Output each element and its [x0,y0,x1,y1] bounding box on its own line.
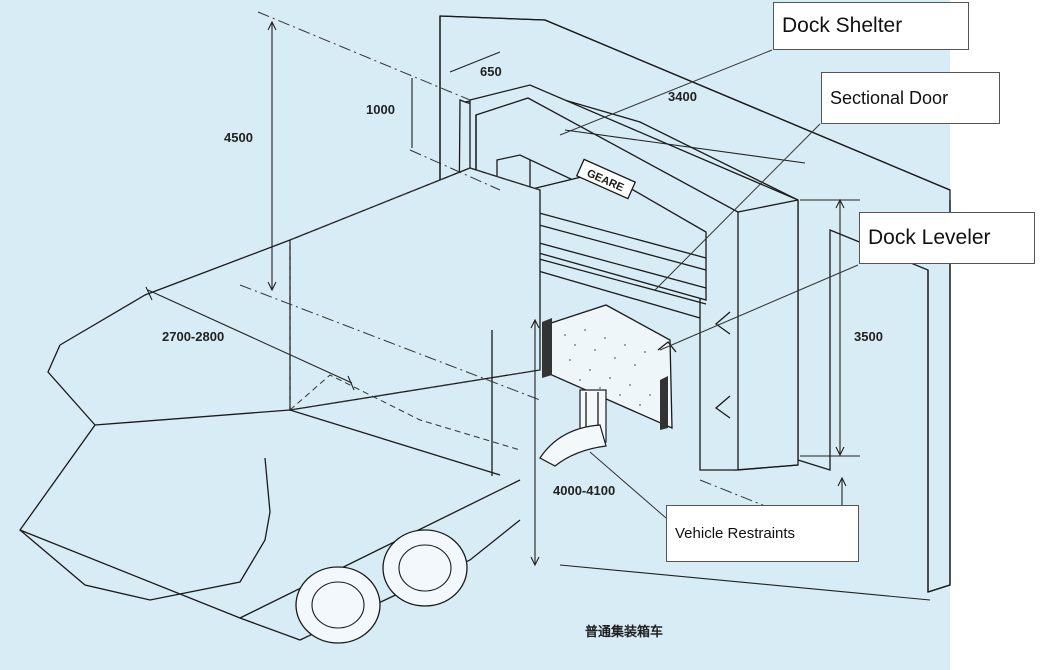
dock-leveler [542,304,677,430]
vehicle-restraints-callout: Vehicle Restraints [666,505,859,562]
container-truck-label: 普通集装箱车 [585,624,663,639]
dimension-labels: 4500 1000 650 3400 2700-2800 3500 4000-4… [162,64,883,639]
dock-shelter-label: Dock Shelter [782,14,903,37]
dim-truck-width: 2700-2800 [162,329,224,344]
wheel-rear [295,566,381,644]
dock-leveler-label: Dock Leveler [868,226,991,249]
dock-leveler-callout: Dock Leveler [859,212,1035,264]
dim-door-height: 3500 [854,329,883,344]
dim-shelter-depth: 650 [480,64,502,79]
vehicle-restraint [539,389,607,467]
dim-shelter-width: 3400 [668,89,697,104]
dim-truck-length: 4000-4100 [553,483,615,498]
dim-total-height: 4500 [224,130,253,145]
sectional-door-label: Sectional Door [830,87,949,108]
sectional-door-callout: Sectional Door [821,72,1000,124]
wheel-front [382,529,468,607]
brand-plate [575,158,637,200]
leveler-texture [564,329,651,406]
container-truck [19,167,541,644]
callout-leaders [559,49,859,519]
dock-shelter-callout: Dock Shelter [773,2,969,50]
dim-top-clearance: 1000 [366,102,395,117]
dimension-lines [145,11,931,601]
vehicle-restraints-label: Vehicle Restraints [675,525,796,542]
